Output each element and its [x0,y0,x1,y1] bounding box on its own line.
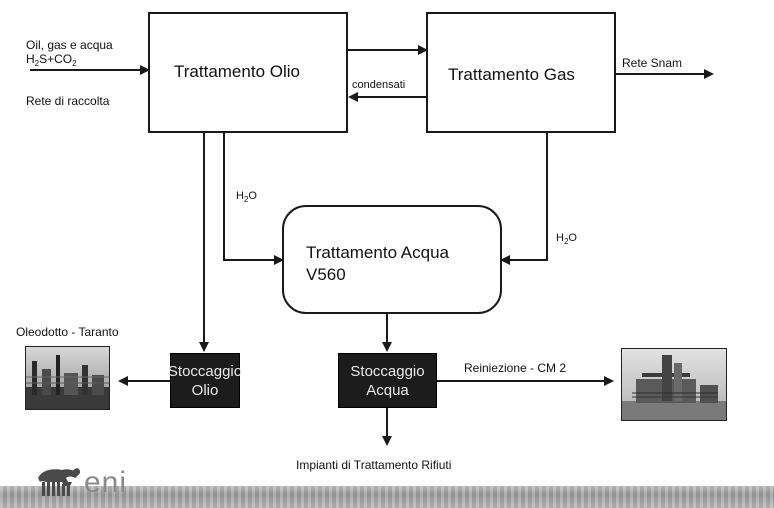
water-storage-sublabel: Acqua [366,381,409,399]
h2o-left-label: H2O [236,190,257,204]
refinery-photo [25,346,110,410]
inlet-label: Oil, gas e acqua [26,38,113,52]
pipeline-label: Oleodotto - Taranto [16,325,119,339]
gas-treatment-label: Trattamento Gas [448,65,575,84]
snam-label: Rete Snam [622,56,683,70]
oil-storage-sublabel: Olio [191,381,219,399]
h2o-right-label: H2O [556,232,577,246]
plant-image [622,349,726,420]
network-label: Rete di raccolta [26,94,110,108]
oil-treatment-box: Trattamento Olio [148,12,348,133]
waste-label: Impianti di Trattamento Rifiuti [296,458,452,472]
six-legged-dog-logo [38,468,80,496]
reinjection-label: Reiniezione - CM 2 [464,361,567,375]
olio-water-arrow [223,133,284,265]
water-treatment-label: Trattamento Acqua [306,243,450,262]
water-treatment-code: V560 [306,265,346,284]
footer-bar [0,486,774,508]
refinery-image [26,347,109,409]
water-treatment-box: Trattamento Acqua V560 [282,205,502,314]
gas-treatment-box: Trattamento Gas [426,12,616,133]
gas-water-arrow [500,133,548,265]
inlet-gas-label: H2S+CO2 [26,52,77,68]
oil-treatment-label: Trattamento Olio [174,62,300,81]
footer-texture [0,486,774,508]
oil-storage-box: Stoccaggio Olio [167,353,243,408]
condensates-label: condensati [352,79,406,91]
water-storage-label: Stoccaggio [350,362,425,380]
oil-storage-label: Stoccaggio [167,362,243,380]
eni-logo-text: eni [84,466,128,499]
water-storage-box: Stoccaggio Acqua [338,353,437,408]
reinjection-plant-photo [621,348,727,421]
